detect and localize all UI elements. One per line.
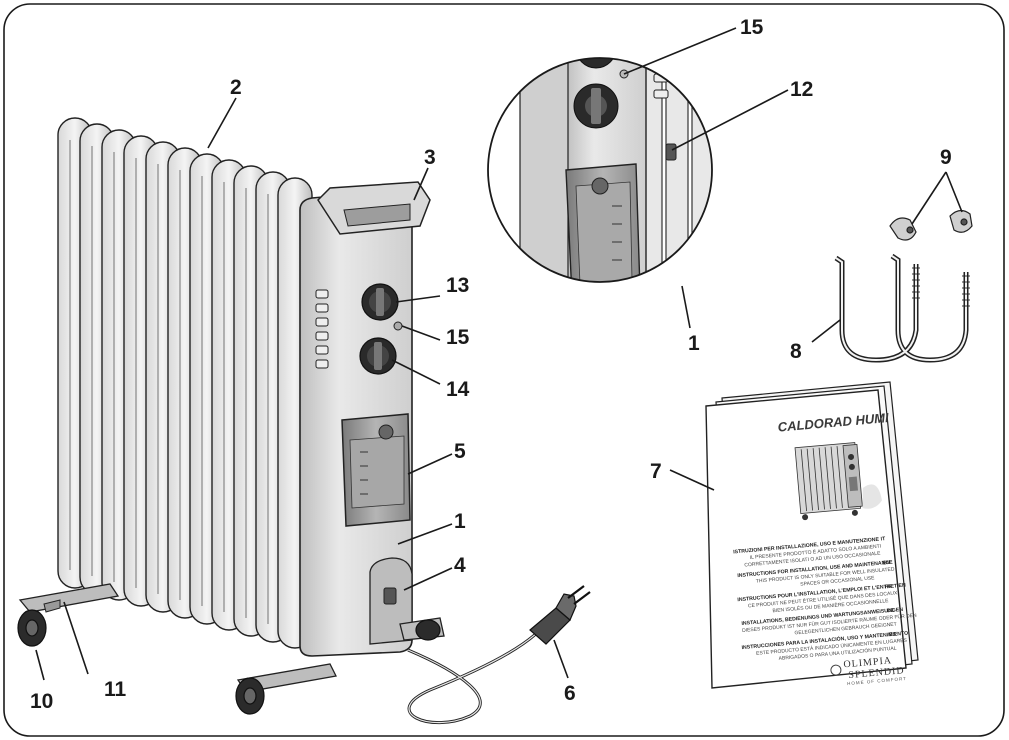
castor-wheels [17, 609, 441, 715]
mounting-accessories [834, 209, 973, 363]
callout-13: 13 [446, 274, 469, 297]
callout-leaders [35, 27, 963, 681]
callout-7: 7 [650, 460, 662, 483]
callout-6: 6 [564, 682, 576, 705]
manual-es-tag: ES [889, 632, 897, 639]
brand-logo: OLIMPIA SPLENDID HOME OF COMFORT [830, 655, 907, 686]
manual-en-tag: EN [883, 560, 891, 567]
indicator-light [393, 321, 403, 331]
callout-11: 11 [104, 678, 127, 701]
plug [529, 585, 591, 645]
manual-it-tag: IT [880, 536, 886, 542]
oil-heater-illustration [17, 117, 591, 725]
callout-numbers: 2 3 13 15 14 5 1 4 6 11 10 15 12 1 9 8 7 [30, 16, 952, 713]
thermostat-knob [359, 337, 397, 375]
callout-14: 14 [446, 378, 470, 401]
callout-5: 5 [454, 440, 466, 463]
power-selector-knob [361, 283, 399, 321]
instruction-manual: CALDORAD HUMI ISTRUZIONI PER INSTALLAZIO… [705, 381, 919, 689]
callout-9: 9 [940, 146, 952, 169]
callout-3: 3 [424, 146, 436, 169]
callout-4: 4 [454, 554, 466, 577]
brand-tagline: HOME OF COMFORT [847, 676, 907, 686]
wing-nuts [889, 209, 973, 241]
radiator-fins [57, 117, 313, 649]
callout-15-main: 15 [446, 326, 470, 349]
manual-fr-tag: FR [885, 584, 893, 591]
manual-de-tag: DE [887, 608, 895, 615]
foot-wing-nut [43, 599, 61, 613]
callout-2: 2 [230, 76, 242, 99]
brand-name-1: OLIMPIA [843, 655, 892, 670]
cord-storage [369, 557, 413, 645]
callout-10: 10 [30, 690, 53, 713]
manual-cover-heater-image [794, 442, 882, 521]
callout-1-main: 1 [454, 510, 466, 533]
callout-15-detail: 15 [740, 16, 764, 39]
brand-name-2: SPLENDID [848, 665, 905, 681]
callout-1-detail: 1 [688, 332, 700, 355]
callout-8: 8 [790, 340, 802, 363]
vent-slots [315, 289, 329, 369]
callout-12: 12 [790, 78, 813, 101]
humidifier-tank [341, 413, 411, 527]
